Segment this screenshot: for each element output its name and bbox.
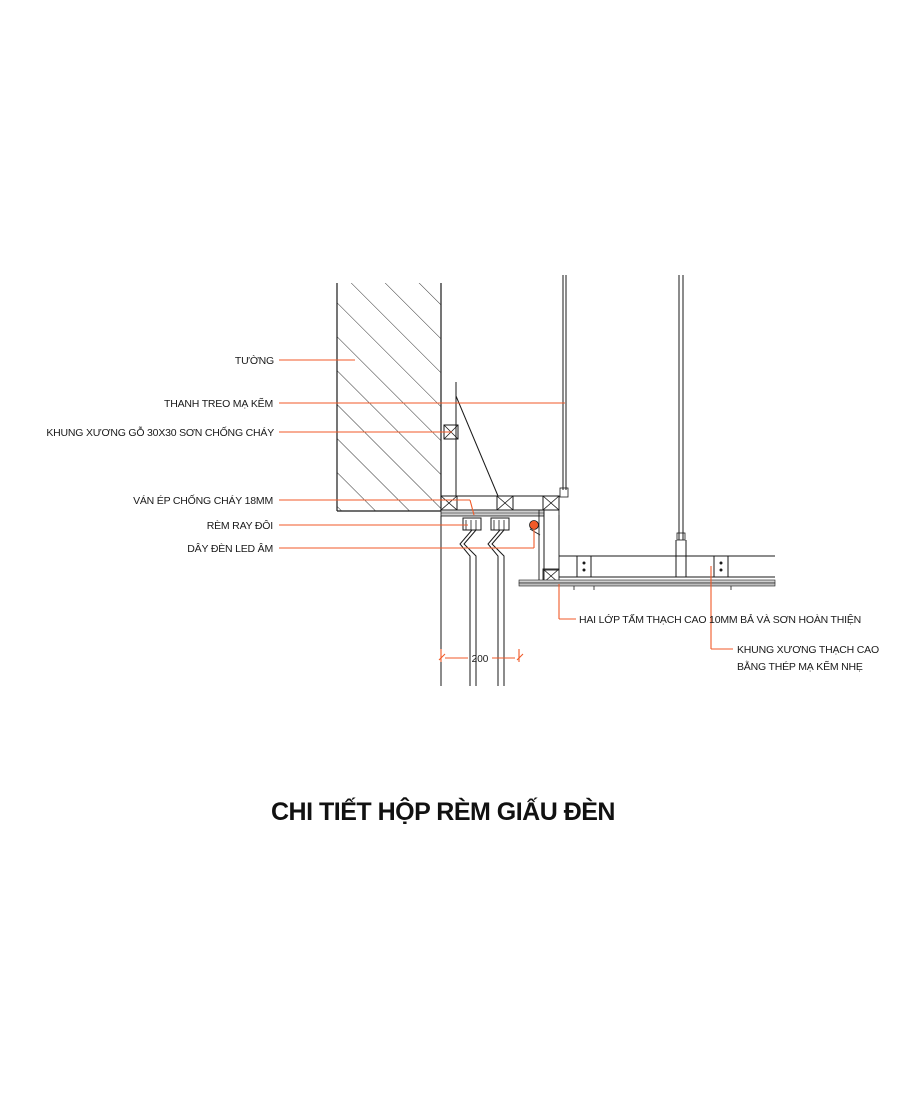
label-curtain-rail: RÈM RAY ĐÔI xyxy=(207,519,273,532)
curtain-box-side xyxy=(538,509,560,585)
label-hanger-rod: THANH TREO MẠ KẼM xyxy=(164,397,273,410)
dimension-200: 200 xyxy=(438,649,524,665)
label-steel-frame-line2: BẰNG THÉP MẠ KẼM NHẸ xyxy=(737,660,863,673)
hanger-rods xyxy=(559,275,686,541)
label-plywood: VÁN ÉP CHỐNG CHÁY 18MM xyxy=(133,493,273,507)
ceiling-system xyxy=(518,540,776,590)
label-wood-frame: KHUNG XƯƠNG GỖ 30X30 SƠN CHỐNG CHÁY xyxy=(46,425,274,439)
curtain-rails xyxy=(440,516,510,686)
label-gypsum-board: HAI LỚP TẤM THẠCH CAO 10MM BẢ VÀ SƠN HOÀ… xyxy=(579,613,861,626)
label-steel-frame-line1: KHUNG XƯƠNG THẠCH CAO xyxy=(737,644,879,656)
wall-section xyxy=(336,283,442,512)
leader-lines xyxy=(279,359,733,650)
led-strip xyxy=(529,520,541,536)
dimension-text: 200 xyxy=(472,654,489,665)
wood-frame-members xyxy=(440,382,560,517)
drawing-title: CHI TIẾT HỘP RÈM GIẤU ĐÈN xyxy=(271,796,615,826)
label-led-strip: DÂY ĐÈN LED ÂM xyxy=(187,542,273,555)
label-wall: TƯỜNG xyxy=(235,354,274,367)
